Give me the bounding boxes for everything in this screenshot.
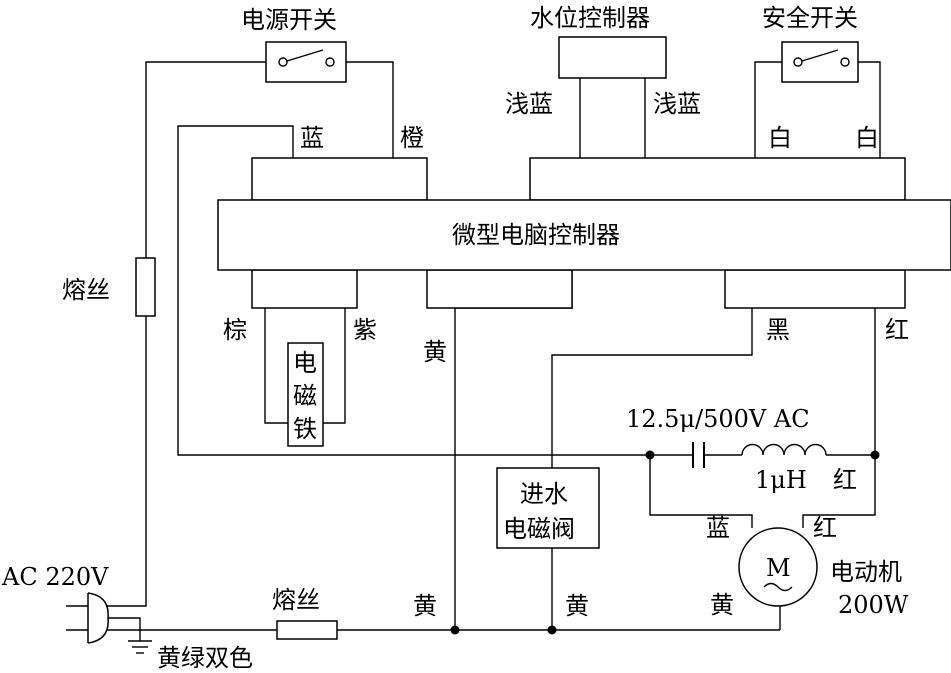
junctions: [450, 450, 880, 635]
fuse-horizontal: [276, 620, 338, 640]
label-white-left: 白: [768, 124, 792, 152]
wire-safety-switch: [754, 61, 881, 158]
label-red-mcu: 红: [885, 316, 909, 344]
plug-icon: [66, 592, 109, 644]
label-ac-input: AC 220V: [1, 563, 109, 591]
label-blue-top: 蓝: [300, 124, 324, 152]
label-motor-name: 电动机: [830, 558, 902, 586]
label-yellow-mcu: 黄: [423, 338, 447, 366]
wire-motor-blue: [649, 455, 753, 528]
label-water-level: 水位控制器: [530, 4, 650, 32]
label-inductor: 1μH: [755, 466, 807, 494]
label-red-motor: 红: [813, 514, 837, 542]
label-motor-power: 200W: [838, 591, 909, 619]
wire-motor-red: [802, 455, 876, 528]
label-black: 黑: [766, 316, 790, 344]
motor: [738, 527, 818, 607]
label-yellow-bottom-2: 黄: [565, 592, 589, 620]
safety-switch: [781, 41, 859, 83]
label-red-inductor: 红: [833, 466, 857, 494]
label-yellow-bottom-1: 黄: [413, 592, 437, 620]
wires: [106, 61, 881, 641]
label-inlet-valve-2: 电磁阀: [503, 515, 575, 543]
wire-black-to-valve: [551, 308, 753, 468]
label-fuse-vertical: 熔丝: [62, 276, 110, 304]
mcu-body: [217, 199, 951, 271]
wire-blue-loop: [177, 125, 650, 456]
label-ground: 黄绿双色: [157, 644, 253, 672]
label-light-blue-right: 浅蓝: [653, 90, 701, 118]
label-light-blue-left: 浅蓝: [505, 90, 553, 118]
inductor-coil: [741, 443, 827, 456]
electromagnet-box: [287, 342, 324, 447]
water-level-controller: [558, 36, 667, 79]
label-power-switch: 电源开关: [241, 6, 337, 34]
wire-ground: [106, 617, 141, 641]
label-safety-switch: 安全开关: [762, 4, 858, 32]
wire-electromagnet: [264, 305, 346, 424]
label-brown: 棕: [223, 316, 247, 344]
labels: 电源开关 水位控制器 安全开关 蓝 橙 浅蓝 浅蓝 白 白 微型电脑控制器 熔丝…: [1, 4, 909, 672]
label-inlet-valve-1: 进水: [520, 480, 568, 508]
motor-ac-tilde: [763, 582, 793, 592]
ground-icon: [128, 640, 152, 654]
label-electromagnet-1: 电: [293, 349, 317, 377]
connector-bottom-left: [251, 269, 358, 309]
inlet-valve-box: [496, 467, 600, 549]
wire-power-switch-to-orange: [346, 61, 394, 158]
label-orange: 橙: [400, 124, 424, 152]
capacitor: [692, 442, 705, 468]
label-capacitor: 12.5μ/500V AC: [626, 405, 810, 433]
microcomputer-controller: [217, 157, 951, 309]
label-white-right: 白: [855, 124, 879, 152]
connector-top-right: [529, 157, 906, 201]
label-fuse-horizontal: 熔丝: [272, 586, 320, 614]
label-purple: 紫: [353, 316, 377, 344]
label-motor-symbol: M: [766, 554, 791, 582]
wire-live-to-power-switch: [106, 61, 266, 607]
connector-bottom-right: [724, 269, 906, 309]
label-mcu: 微型电脑控制器: [452, 221, 620, 249]
label-electromagnet-3: 铁: [293, 415, 317, 443]
connector-bottom-middle: [426, 269, 573, 309]
connector-top-left: [251, 157, 428, 201]
label-electromagnet-2: 磁: [293, 382, 317, 410]
label-yellow-motor: 黄: [710, 591, 734, 619]
label-blue-motor: 蓝: [706, 514, 730, 542]
power-switch: [265, 41, 347, 83]
fuse-vertical: [135, 257, 156, 317]
wire-yellow-mcu: [454, 270, 573, 630]
